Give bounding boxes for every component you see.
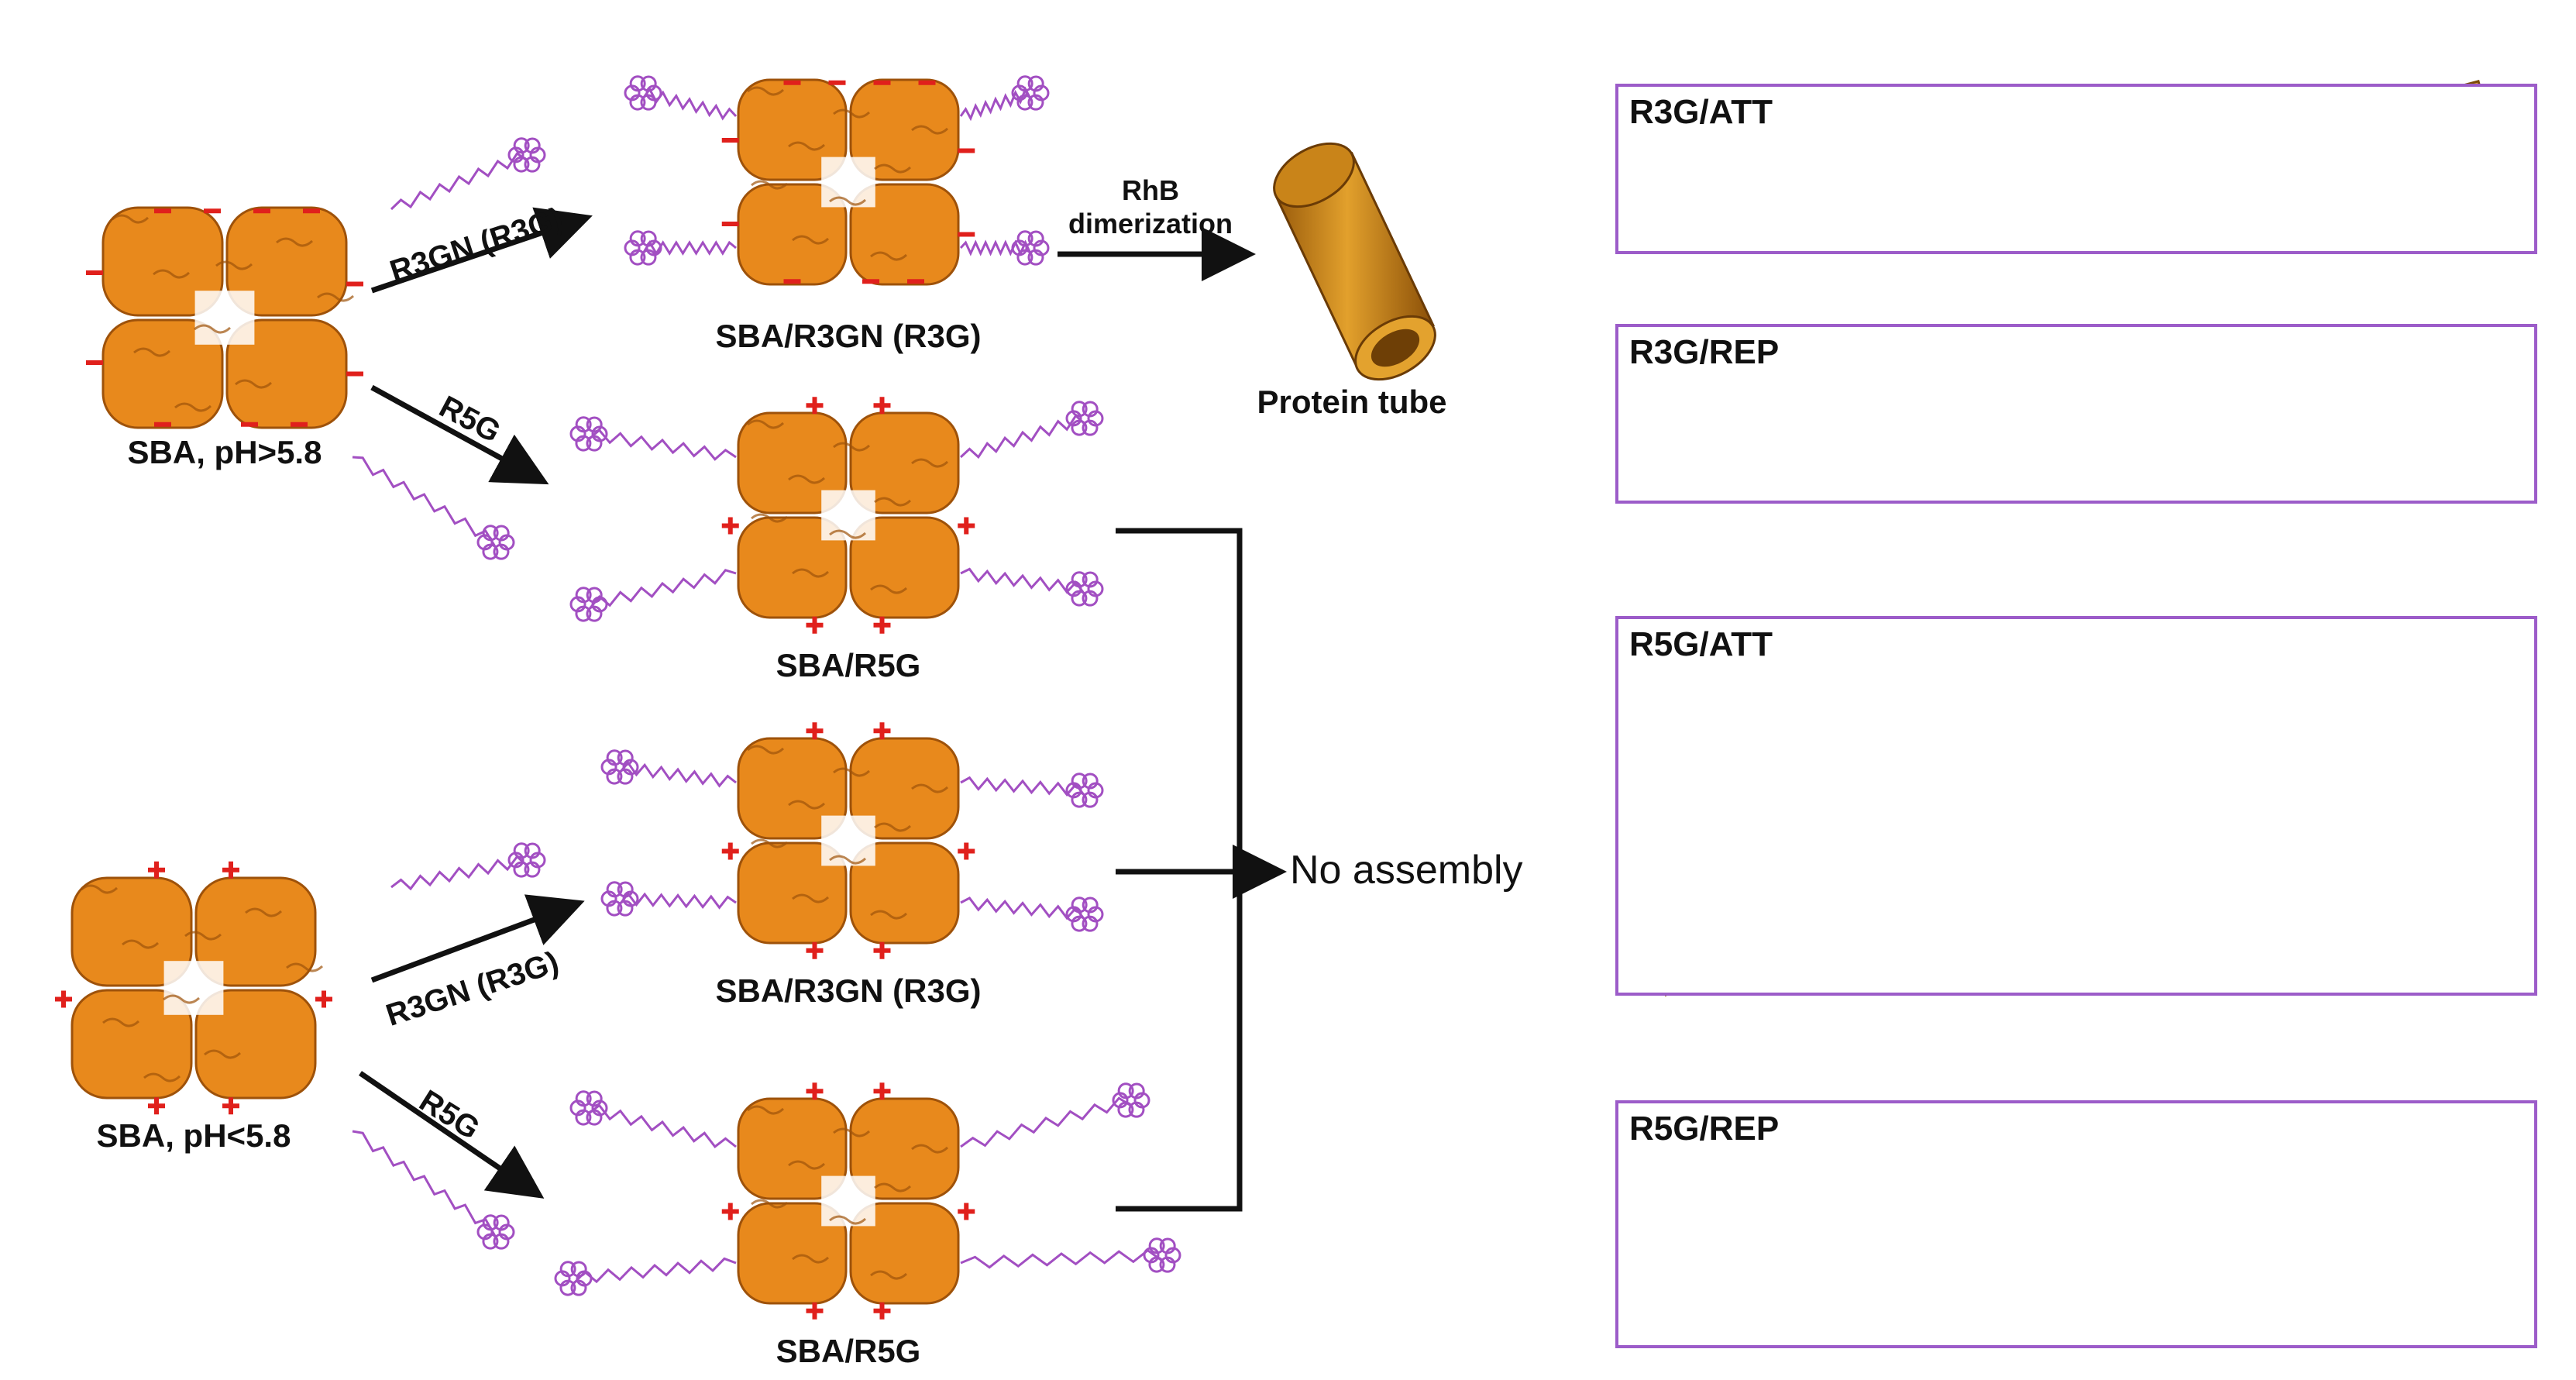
positive-charge-icon bbox=[958, 1203, 975, 1220]
panel-r5g-att: R5G/ATT bbox=[1615, 616, 2537, 996]
positive-charge-icon bbox=[806, 722, 824, 740]
panel-title: R5G/ATT bbox=[1629, 625, 1773, 663]
negative-charge-icon bbox=[86, 270, 103, 275]
panel-r5g-rep: R5G/REP bbox=[1615, 1100, 2537, 1348]
dye-conjugate bbox=[959, 401, 1104, 459]
negative-charge-icon bbox=[862, 279, 879, 284]
dye-conjugate bbox=[569, 1090, 737, 1148]
dye-conjugate bbox=[352, 1130, 515, 1250]
label-sba-r3gn-top: SBA/R3GN (R3G) bbox=[715, 318, 982, 354]
negative-charge-icon bbox=[721, 222, 739, 226]
dye-conjugate bbox=[960, 1237, 1181, 1273]
negative-charge-icon bbox=[721, 138, 739, 143]
protein-tube-icon bbox=[1273, 142, 1436, 381]
dye-conjugate bbox=[624, 230, 737, 266]
label-sba-high-ph: SBA, pH>5.8 bbox=[127, 434, 322, 470]
dye-conjugate bbox=[569, 569, 737, 622]
panel-r3g-att: R3G/ATT bbox=[1615, 84, 2537, 254]
negative-charge-icon bbox=[204, 208, 221, 214]
positive-charge-icon bbox=[806, 616, 824, 634]
panel-title: R3G/ATT bbox=[1629, 93, 1773, 131]
positive-charge-icon bbox=[222, 1097, 239, 1115]
dye-conjugate bbox=[960, 773, 1104, 808]
negative-charge-icon bbox=[873, 80, 891, 85]
negative-charge-icon bbox=[783, 80, 801, 85]
dye-conjugate bbox=[390, 842, 546, 891]
positive-charge-icon bbox=[873, 722, 891, 740]
positive-charge-icon bbox=[958, 842, 975, 860]
sba-protein bbox=[721, 397, 975, 634]
negative-charge-icon bbox=[154, 208, 171, 214]
dye-conjugate bbox=[600, 749, 737, 788]
negative-charge-icon bbox=[958, 232, 975, 237]
positive-charge-icon bbox=[315, 990, 332, 1008]
negative-charge-icon bbox=[907, 279, 924, 284]
positive-charge-icon bbox=[806, 1082, 824, 1100]
positive-charge-icon bbox=[55, 990, 72, 1008]
positive-charge-icon bbox=[222, 861, 239, 879]
panel-title: R3G/REP bbox=[1629, 333, 1780, 371]
label-sba-r3gn-bottom: SBA/R3GN (R3G) bbox=[715, 972, 982, 1009]
protein-complexes bbox=[55, 75, 1181, 1320]
label-sba-r5g-bottom: SBA/R5G bbox=[776, 1333, 921, 1369]
negative-charge-icon bbox=[253, 208, 270, 214]
dye-conjugate bbox=[624, 75, 738, 121]
arrow-r3gn-top bbox=[370, 207, 593, 294]
panel-r3g-rep: R3G/REP bbox=[1615, 324, 2537, 504]
flow-arrows bbox=[359, 207, 1256, 1199]
dye-conjugate bbox=[960, 896, 1104, 932]
label-protein-tube: Protein tube bbox=[1257, 384, 1447, 420]
sba-protein bbox=[721, 722, 975, 959]
negative-charge-icon bbox=[291, 422, 308, 427]
negative-charge-icon bbox=[86, 360, 103, 365]
negative-charge-icon bbox=[346, 371, 363, 377]
negative-charge-icon bbox=[783, 279, 801, 284]
positive-charge-icon bbox=[873, 941, 891, 959]
negative-charge-icon bbox=[918, 80, 936, 85]
label-no-assembly: No assembly bbox=[1290, 848, 1523, 893]
arrow-r5g-bottom bbox=[359, 1071, 545, 1199]
positive-charge-icon bbox=[806, 1302, 824, 1320]
dye-conjugate bbox=[959, 230, 1050, 266]
positive-charge-icon bbox=[958, 517, 975, 535]
dye-conjugate bbox=[390, 137, 546, 211]
sba-protein bbox=[721, 78, 975, 286]
label-sba-r5g-top: SBA/R5G bbox=[776, 647, 921, 683]
positive-charge-icon bbox=[873, 1302, 891, 1320]
positive-charge-icon bbox=[148, 861, 165, 879]
dye-conjugate bbox=[554, 1257, 737, 1296]
negative-charge-icon bbox=[241, 422, 258, 427]
label-sba-low-ph: SBA, pH<5.8 bbox=[96, 1117, 291, 1154]
positive-charge-icon bbox=[806, 397, 824, 415]
label-rhb: RhB bbox=[1122, 174, 1179, 206]
positive-charge-icon bbox=[806, 941, 824, 959]
negative-charge-icon bbox=[346, 281, 363, 287]
positive-charge-icon bbox=[873, 397, 891, 415]
dye-conjugate bbox=[352, 456, 515, 560]
arrow-r5g-top bbox=[370, 384, 549, 485]
arrow-r3gn-bottom bbox=[370, 894, 585, 983]
positive-charge-icon bbox=[148, 1097, 165, 1115]
negative-charge-icon bbox=[828, 80, 846, 85]
sba-protein bbox=[86, 206, 363, 429]
dye-conjugate bbox=[600, 881, 737, 917]
negative-charge-icon bbox=[958, 148, 975, 153]
negative-charge-icon bbox=[154, 422, 171, 427]
positive-charge-icon bbox=[721, 842, 739, 860]
dye-conjugate bbox=[960, 567, 1104, 607]
sba-protein bbox=[55, 861, 332, 1115]
positive-charge-icon bbox=[721, 517, 739, 535]
label-dimerization: dimerization bbox=[1068, 208, 1233, 239]
dye-conjugate bbox=[569, 416, 737, 461]
dye-conjugate bbox=[959, 75, 1050, 122]
dye-conjugate bbox=[960, 1082, 1150, 1148]
sba-protein bbox=[721, 1082, 975, 1320]
positive-charge-icon bbox=[873, 616, 891, 634]
negative-charge-icon bbox=[303, 208, 320, 214]
positive-charge-icon bbox=[721, 1203, 739, 1220]
no-assembly-bracket bbox=[1116, 528, 1287, 1212]
panel-title: R5G/REP bbox=[1629, 1110, 1780, 1148]
positive-charge-icon bbox=[873, 1082, 891, 1100]
